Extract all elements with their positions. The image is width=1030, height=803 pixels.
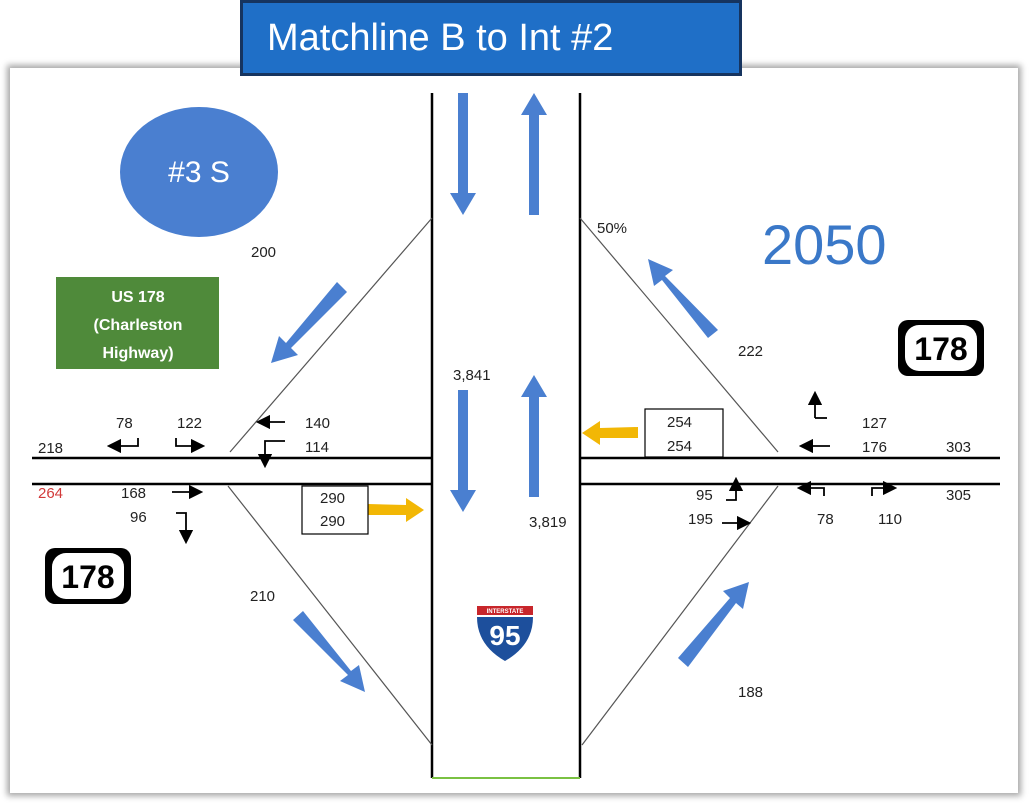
mainline-nb-volume: 3,819	[529, 514, 567, 531]
right-eb-thru-volume: 195	[688, 511, 713, 528]
turn-arrows	[106, 390, 898, 545]
left-wb-left-volume: 114	[305, 439, 329, 456]
nb-arrow-mid	[521, 375, 547, 497]
left-nb-left-volume: 78	[116, 415, 133, 432]
eb-volume-box	[301, 485, 369, 535]
right-eb-left-volume: 95	[696, 487, 713, 504]
interstate-shield: INTERSTATE 95	[474, 604, 536, 664]
interstate-number: 95	[489, 620, 520, 651]
wb-volume-box-bottom: 254	[667, 438, 692, 455]
ramp-ne	[579, 217, 779, 453]
road-name-line-2: (Charleston	[94, 317, 183, 334]
site-circle	[120, 107, 278, 237]
ne-ramp-percent: 50%	[597, 220, 627, 237]
left-approach-eb-total: 264	[38, 485, 63, 502]
ramp-se	[581, 485, 779, 746]
road-name-line-3: Highway)	[102, 345, 173, 362]
yellow-arrow-eb	[368, 498, 424, 522]
wb-volume-box-top: 254	[667, 414, 692, 431]
nw-ramp-volume: 200	[251, 244, 276, 261]
sw-ramp-volume: 210	[250, 588, 275, 605]
turn-arrow-left-nb-left	[106, 438, 139, 454]
sw-ramp-arrow	[293, 611, 365, 692]
mainline-sb-volume: 3,841	[453, 367, 491, 384]
yellow-flow-arrows	[368, 421, 638, 522]
eb-volume-box-bottom: 290	[320, 513, 345, 530]
right-eb-total: 305	[946, 487, 971, 504]
right-sb-right2-volume: 110	[878, 511, 902, 528]
turn-arrow-right-eb-left	[726, 476, 744, 501]
ne-ramp-volume: 222	[738, 343, 763, 360]
left-nb-right-volume: 122	[177, 415, 202, 432]
ne-ramp-arrow	[648, 259, 718, 338]
se-ramp-volume: 188	[738, 684, 763, 701]
right-sb-left-volume: 127	[862, 415, 887, 432]
wb-volume-box	[644, 408, 724, 458]
ramp-nw	[229, 217, 433, 453]
ramp-flow-arrows	[271, 259, 749, 692]
interstate-banner: INTERSTATE	[487, 609, 524, 615]
left-wb-thru-volume: 140	[305, 415, 330, 432]
turn-arrow-left-nb-right	[175, 438, 206, 454]
right-sb-right-volume: 78	[817, 511, 834, 528]
sb-arrow-mid	[450, 390, 476, 512]
title-text: Matchline B to Int #2	[267, 16, 614, 59]
turn-arrow-left-eb-right	[176, 512, 194, 545]
us-shield-left-number: 178	[61, 559, 114, 595]
freeway-flow-arrows	[450, 93, 547, 512]
ramp-sw	[227, 485, 433, 746]
nw-ramp-arrow	[271, 282, 347, 363]
se-ramp-arrow	[678, 582, 749, 667]
title-banner: Matchline B to Int #2	[240, 0, 742, 76]
left-eb-right-volume: 96	[130, 509, 147, 526]
site-label: #3 S	[168, 156, 230, 189]
yellow-arrow-wb	[582, 421, 638, 445]
road-name-sign	[56, 277, 219, 369]
eb-volume-box-top: 290	[320, 490, 345, 507]
us-shield-left: 178	[45, 548, 131, 604]
right-wb-total: 303	[946, 439, 971, 456]
us-shield-right-number: 178	[914, 331, 967, 367]
right-wb-thru-volume: 176	[862, 439, 887, 456]
turn-arrow-left-wb-left	[257, 440, 285, 469]
turn-arrow-right-sb-right	[796, 480, 825, 496]
turn-arrow-right-sb-right2	[871, 480, 898, 496]
year-label: 2050	[762, 213, 887, 276]
left-approach-wb-total: 218	[38, 440, 63, 457]
nb-arrow-top	[521, 93, 547, 215]
us-shield-right: 178	[898, 320, 984, 376]
road-name-line-1: US 178	[111, 289, 164, 306]
left-eb-thru-volume: 168	[121, 485, 146, 502]
sb-arrow-top	[450, 93, 476, 215]
